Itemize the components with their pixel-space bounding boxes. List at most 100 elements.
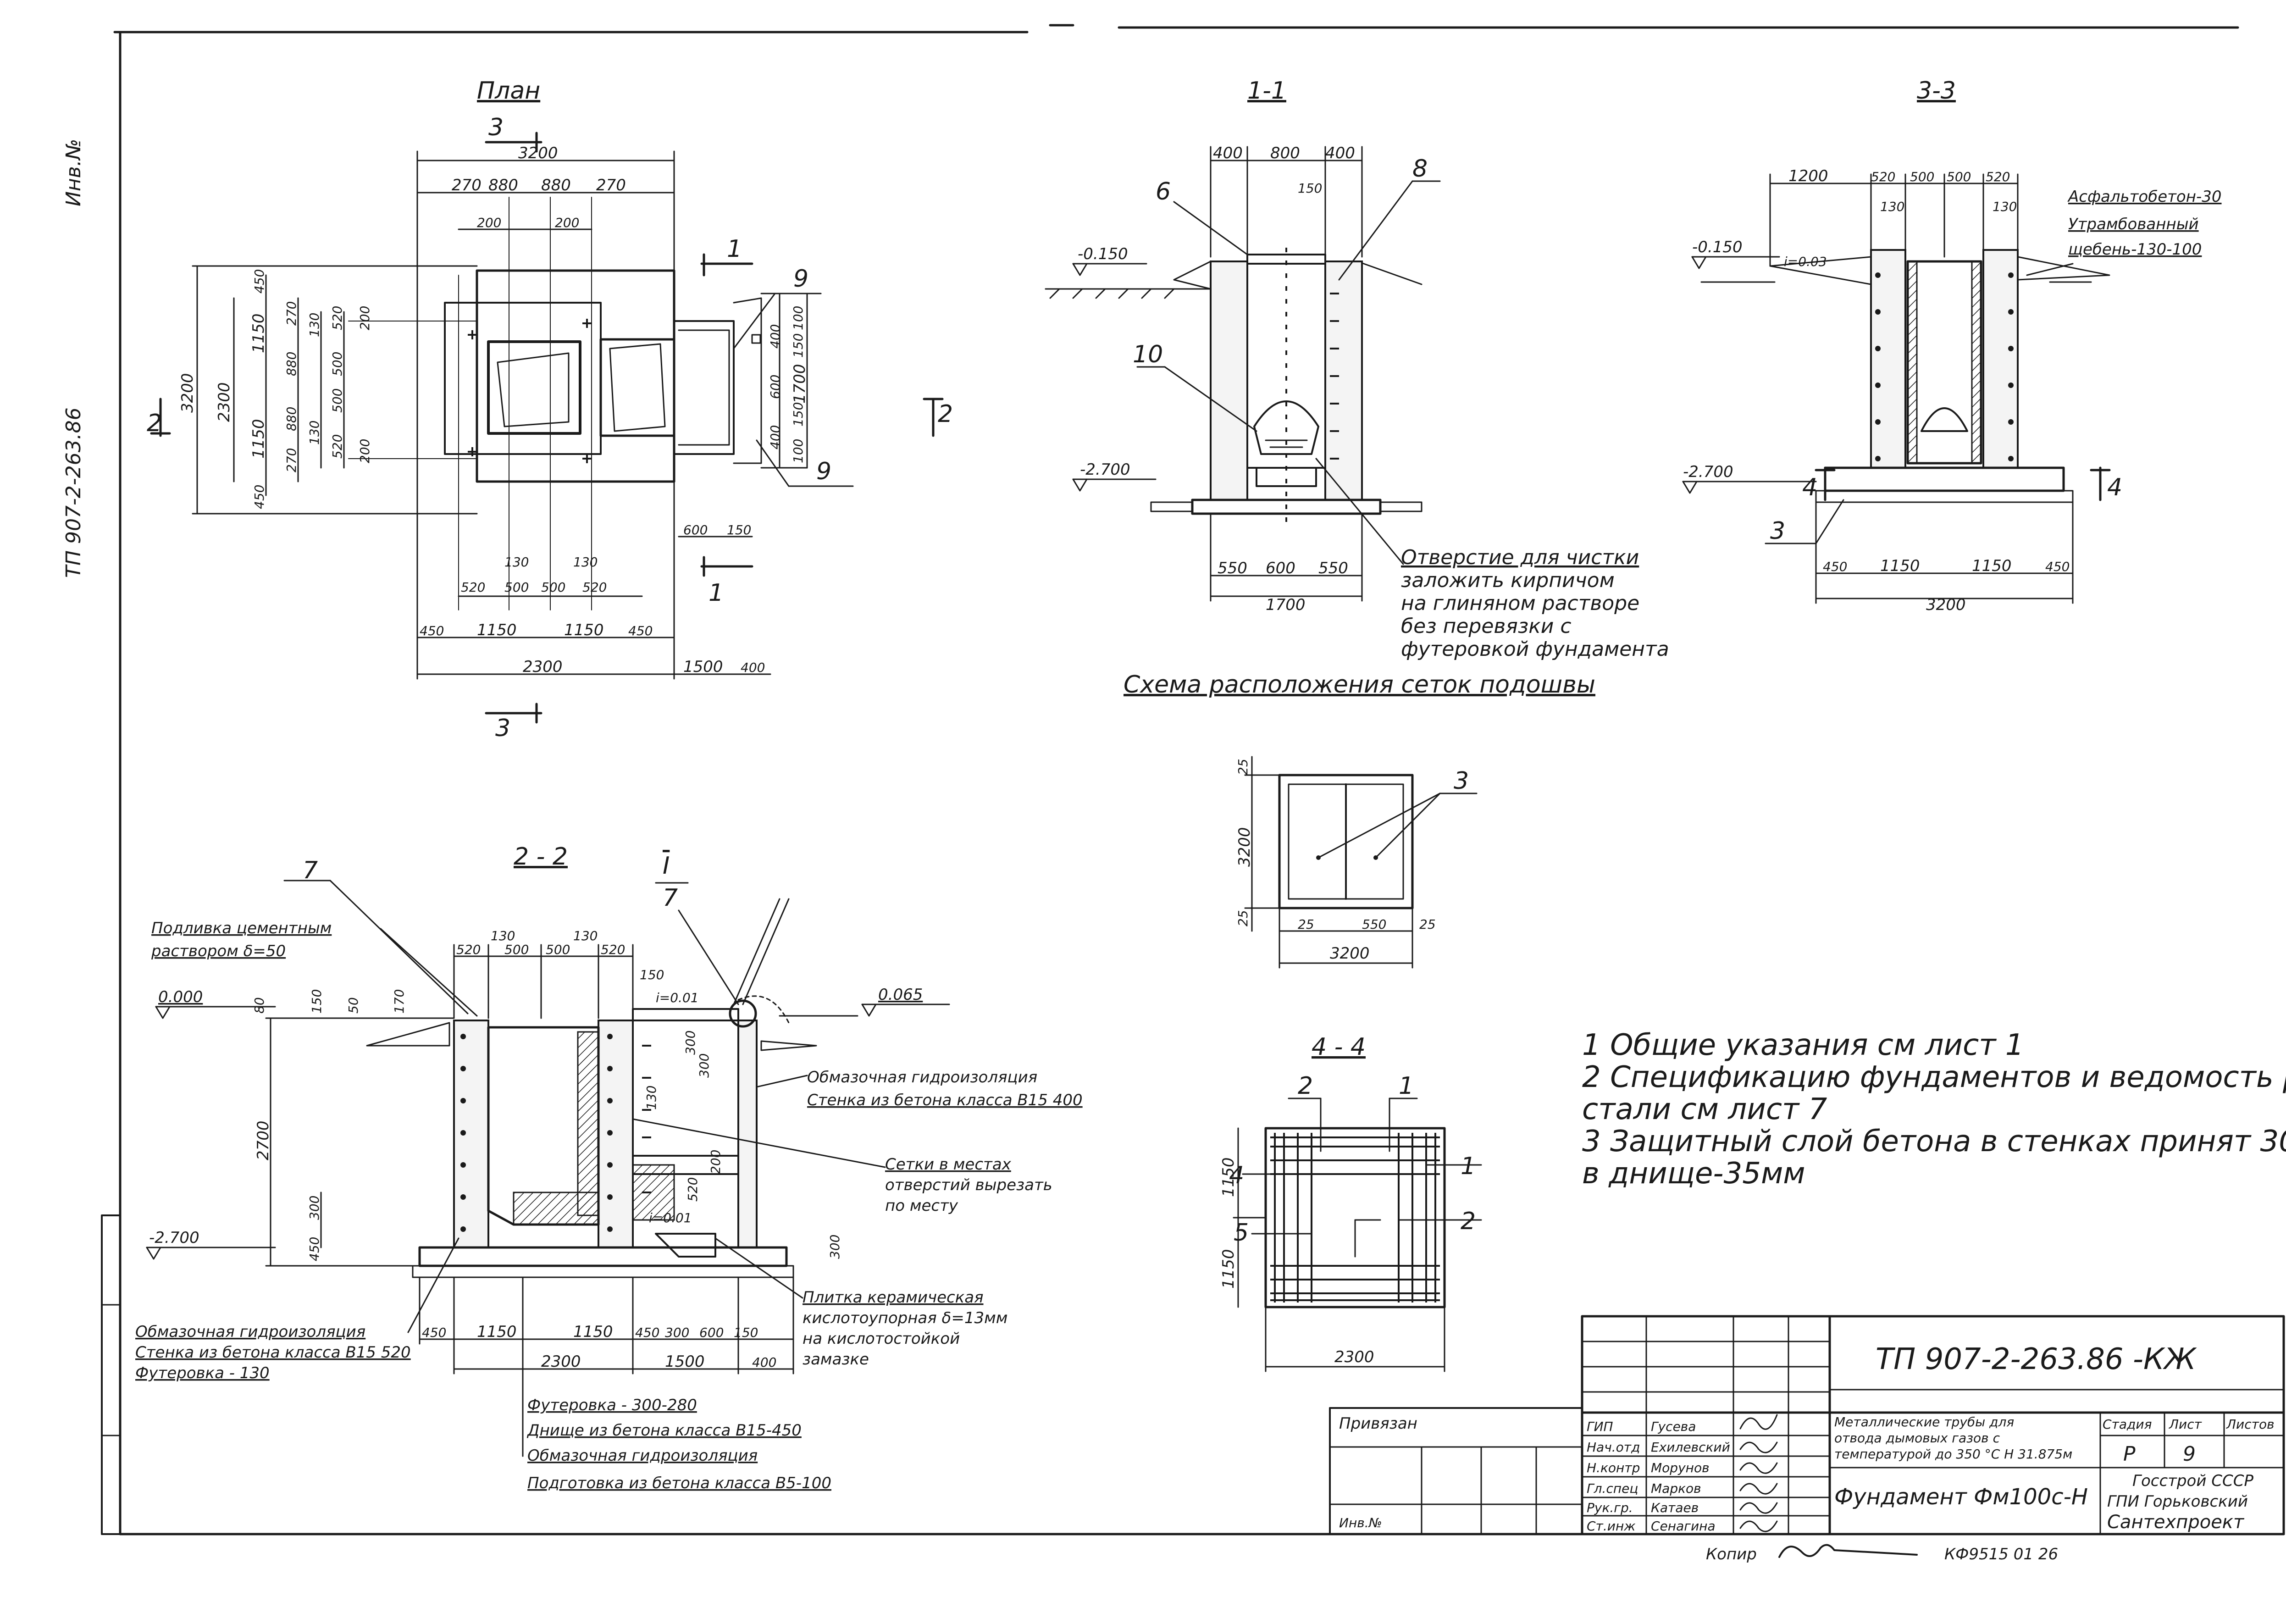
plan-dim-left-200a: 200 (357, 306, 372, 330)
plan-dim-bottom-1150b: 1150 (564, 621, 604, 639)
s11-dim-400a: 400 (1213, 144, 1243, 162)
s11-dim-550b: 550 (1318, 559, 1348, 577)
plan-dim-right-100a: 100 (791, 306, 806, 330)
plan-dim-left-130: 130 (307, 313, 322, 337)
plan-dim-270a: 270 (452, 176, 482, 194)
mesh-dim-3200-v: 3200 (1235, 827, 1254, 867)
s22-level-zero: 0.000 (158, 988, 203, 1006)
tb-org-3: Сантехпроект (2107, 1512, 2245, 1533)
tb-project-code: ТП 907-2-263.86 -КЖ (1876, 1342, 2197, 1376)
tb-name-1: Гусева (1651, 1419, 1696, 1434)
s22-dim-top-130a: 130 (491, 928, 515, 943)
plan-section-2-left: 2 (147, 410, 162, 437)
plan-dim-right-100b: 100 (791, 439, 806, 463)
plan-dim-left-270a: 270 (284, 301, 299, 326)
s11-callout-8: 8 (1412, 155, 1428, 183)
s33-level-bottom: -2.700 (1683, 463, 1733, 481)
s22-right-note-8: на кислотостойкой (803, 1330, 960, 1348)
s22-left-note-1: Подливка цементным (151, 919, 332, 937)
plan-dim-200a: 200 (477, 215, 501, 230)
tb-format-code: КФ9515 01 26 (1944, 1545, 2058, 1563)
plan-dim-left-450a: 450 (252, 269, 267, 294)
tb-role-4: Гл.спец (1587, 1481, 1638, 1496)
s44-callout-2-right: 2 (1461, 1208, 1476, 1235)
s22-right-note-9: замазке (803, 1350, 869, 1369)
s22-dim-top-500b: 500 (546, 942, 570, 957)
s22-dim-left-80: 80 (252, 997, 267, 1014)
s22-title: 2 - 2 (514, 843, 568, 870)
s22-dim-inner-300a: 300 (683, 1031, 698, 1055)
plan-callout-9b: 9 (816, 458, 831, 485)
s22-dim-left-150: 150 (309, 989, 324, 1014)
s33-dim-1150b: 1150 (1972, 557, 2012, 575)
plan-dim-bottom-500a: 500 (504, 580, 529, 595)
s11-dim-400b: 400 (1325, 144, 1355, 162)
plan-dim-left-450b: 450 (252, 485, 267, 509)
s11-note-line2: заложить кирпичом (1401, 569, 1615, 592)
plan-dim-right-150a: 150 (791, 333, 806, 358)
s33-dim-1200: 1200 (1788, 167, 1828, 185)
plan-dim-left-880a: 880 (284, 352, 299, 376)
tb-bound-label: Привязан (1339, 1414, 1417, 1433)
s11-dim-1700: 1700 (1266, 596, 1306, 614)
s22-right-note-1: Обмазочная гидроизоляция (807, 1068, 1037, 1086)
tb-name-5: Катаев (1651, 1500, 1699, 1515)
tb-desc-3: температурой до 350 °С Н 31.875м (1834, 1447, 2072, 1462)
plan-dim-bottom-450b: 450 (628, 623, 653, 638)
s11-dim-600: 600 (1266, 559, 1295, 577)
s33-section-4-right: 4 (2107, 474, 2122, 501)
s22-right-note-6: Плитка керамическая (803, 1288, 984, 1307)
s33-level-top: -0.150 (1692, 238, 1743, 256)
plan-dim-bottom-520b: 520 (582, 580, 607, 595)
plan-dim-right-400a: 400 (768, 324, 783, 349)
s22-level-bottom: -2.700 (149, 1229, 199, 1247)
s22-dim-top-130b: 130 (573, 928, 598, 943)
tb-role-6: Ст.инж (1587, 1519, 1636, 1534)
s11-dim-550a: 550 (1218, 559, 1247, 577)
margin-code: ТП 907-2-263.86 (62, 407, 85, 578)
mesh-dim-25a: 25 (1235, 759, 1251, 775)
s11-callout-10: 10 (1133, 341, 1163, 368)
s22-dim-left-50: 50 (346, 997, 361, 1014)
tb-role-1: ГИП (1587, 1419, 1613, 1434)
tb-role-2: Нач.отд (1587, 1440, 1640, 1455)
general-note-3: стали см лист 7 (1582, 1092, 1827, 1126)
s22-bl-note-1: Обмазочная гидроизоляция (135, 1323, 365, 1341)
plan-dim-bottom-150: 150 (727, 522, 751, 538)
general-notes: 1 Общие указания см лист 1 2 Спецификаци… (1582, 1028, 2286, 1191)
tb-name-3: Морунов (1651, 1460, 1710, 1475)
s22-right-note-2: Стенка из бетона класса В15 400 (807, 1091, 1083, 1109)
plan-dim-left-1150a: 1150 (249, 313, 268, 353)
s11-level-bottom: -2.700 (1080, 460, 1130, 479)
plan-section-1-top: 1 (727, 235, 742, 263)
s22-bl-note-3: Футеровка - 130 (135, 1364, 270, 1382)
s33-legend-1: Асфальтобетон-30 (2067, 188, 2222, 206)
s22-dim-top-500a: 500 (504, 942, 529, 957)
s22-dim-bottom-1150a: 1150 (477, 1323, 517, 1341)
s33-dim-130b: 130 (1993, 199, 2017, 214)
s22-level-0065: 0.065 (878, 986, 923, 1004)
tb-sheet-no: 9 (2183, 1442, 2196, 1466)
s44-callout-1-right: 1 (1461, 1153, 1476, 1180)
s22-callout-I: I (663, 852, 670, 880)
s11-dim-800: 800 (1270, 144, 1300, 162)
s33-dim-500b: 500 (1947, 169, 1971, 184)
tb-copy-label: Копир (1706, 1545, 1757, 1563)
tb-name-4: Марков (1651, 1481, 1701, 1496)
s44-dim-2300: 2300 (1334, 1348, 1374, 1366)
s33-dim-520b: 520 (1986, 169, 2010, 184)
s22-dim-top-150: 150 (640, 967, 664, 982)
s11-note-line3: на глиняном растворе (1401, 592, 1639, 615)
s22-right-note-7: кислотоупорная δ=13мм (803, 1309, 1007, 1327)
general-note-5: в днище-35мм (1582, 1157, 1805, 1191)
s33-dim-3200: 3200 (1926, 596, 1966, 614)
plan-dim-bottom-500b: 500 (541, 580, 565, 595)
s33-legend-3: щебень-130-100 (2068, 240, 2202, 259)
plan-dim-right-600: 600 (768, 375, 783, 399)
tb-role-5: Рук.гр. (1587, 1500, 1633, 1515)
plan-dim-bottom-130b: 130 (573, 554, 598, 570)
s11-note-line1: Отверстие для чистки (1401, 546, 1639, 569)
s22-bl-note-2: Стенка из бетона класса В15 520 (135, 1343, 411, 1362)
plan-dim-bottom-520a: 520 (461, 580, 485, 595)
